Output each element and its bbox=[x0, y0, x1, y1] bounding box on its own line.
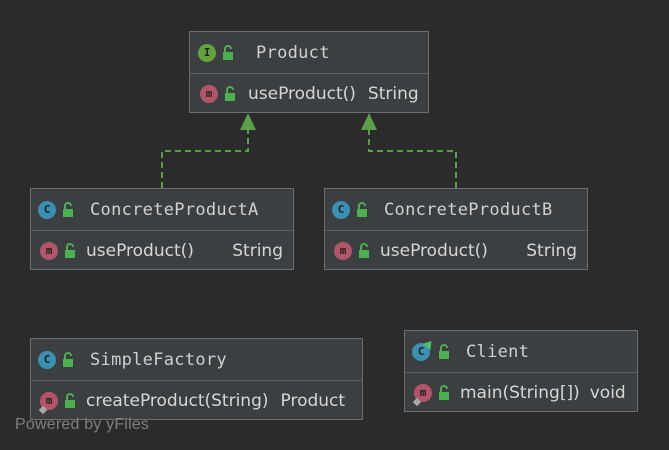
method-signature: useProduct() bbox=[86, 240, 194, 261]
public-lock-icon bbox=[223, 44, 233, 60]
method-signature: main(String[]) bbox=[460, 382, 580, 403]
product-interface-node[interactable]: I Product m useProduct() String bbox=[189, 31, 429, 113]
method-return-type: void bbox=[589, 382, 626, 403]
method-return-type: String bbox=[526, 240, 577, 261]
client-title: Client bbox=[466, 341, 530, 362]
class-badge-icon: C bbox=[38, 200, 56, 219]
method-return-type: String bbox=[367, 83, 419, 104]
public-lock-icon bbox=[63, 351, 73, 367]
concrete-product-a-header: C ConcreteProductA bbox=[31, 189, 293, 231]
method-badge-icon: m bbox=[200, 84, 218, 103]
concrete-product-a-node[interactable]: C ConcreteProductA m useProduct() String bbox=[30, 188, 294, 270]
simple-factory-node[interactable]: C SimpleFactory m createProduct(String) … bbox=[30, 338, 363, 420]
client-header: C Client bbox=[405, 331, 637, 373]
simple-factory-method-row[interactable]: m createProduct(String) Product bbox=[31, 381, 362, 420]
edge-b-to-product bbox=[368, 130, 457, 188]
interface-badge-icon: I bbox=[198, 43, 216, 62]
public-lock-icon bbox=[439, 343, 449, 359]
public-lock-icon bbox=[357, 201, 367, 217]
static-method-badge-icon: m bbox=[414, 383, 432, 402]
public-lock-icon bbox=[65, 242, 75, 258]
edge-a-to-product bbox=[161, 130, 249, 188]
public-lock-icon bbox=[225, 85, 235, 101]
simple-factory-header: C SimpleFactory bbox=[31, 339, 362, 381]
concrete-product-a-method-row[interactable]: m useProduct() String bbox=[31, 231, 293, 270]
concrete-product-b-title: ConcreteProductB bbox=[384, 199, 553, 220]
client-node[interactable]: C Client m main(String[]) void bbox=[404, 330, 638, 412]
concrete-product-b-header: C ConcreteProductB bbox=[325, 189, 587, 231]
product-title: Product bbox=[256, 42, 330, 63]
method-badge-icon: m bbox=[40, 241, 58, 260]
public-lock-icon bbox=[439, 384, 449, 400]
watermark: Powered by yFiles bbox=[15, 416, 150, 433]
concrete-product-a-title: ConcreteProductA bbox=[90, 199, 259, 220]
public-lock-icon bbox=[359, 242, 369, 258]
method-badge-icon: m bbox=[334, 241, 352, 260]
product-method-row[interactable]: m useProduct() String bbox=[190, 74, 428, 113]
client-method-row[interactable]: m main(String[]) void bbox=[405, 373, 637, 412]
method-signature: createProduct(String) bbox=[86, 390, 269, 411]
method-signature: useProduct() bbox=[248, 83, 356, 104]
arrowhead-a bbox=[240, 113, 256, 130]
public-lock-icon bbox=[63, 201, 73, 217]
class-badge-icon: C bbox=[332, 200, 350, 219]
method-return-type: Product bbox=[280, 390, 346, 411]
public-lock-icon bbox=[65, 392, 75, 408]
static-method-badge-icon: m bbox=[40, 391, 58, 410]
concrete-product-b-method-row[interactable]: m useProduct() String bbox=[325, 231, 587, 270]
simple-factory-title: SimpleFactory bbox=[90, 349, 227, 370]
class-badge-icon: C bbox=[38, 350, 56, 369]
concrete-product-b-node[interactable]: C ConcreteProductB m useProduct() String bbox=[324, 188, 588, 270]
product-header: I Product bbox=[190, 32, 428, 74]
method-signature: useProduct() bbox=[380, 240, 488, 261]
method-return-type: String bbox=[232, 240, 283, 261]
runnable-class-badge-icon: C bbox=[412, 342, 430, 361]
arrowhead-b bbox=[361, 113, 377, 130]
